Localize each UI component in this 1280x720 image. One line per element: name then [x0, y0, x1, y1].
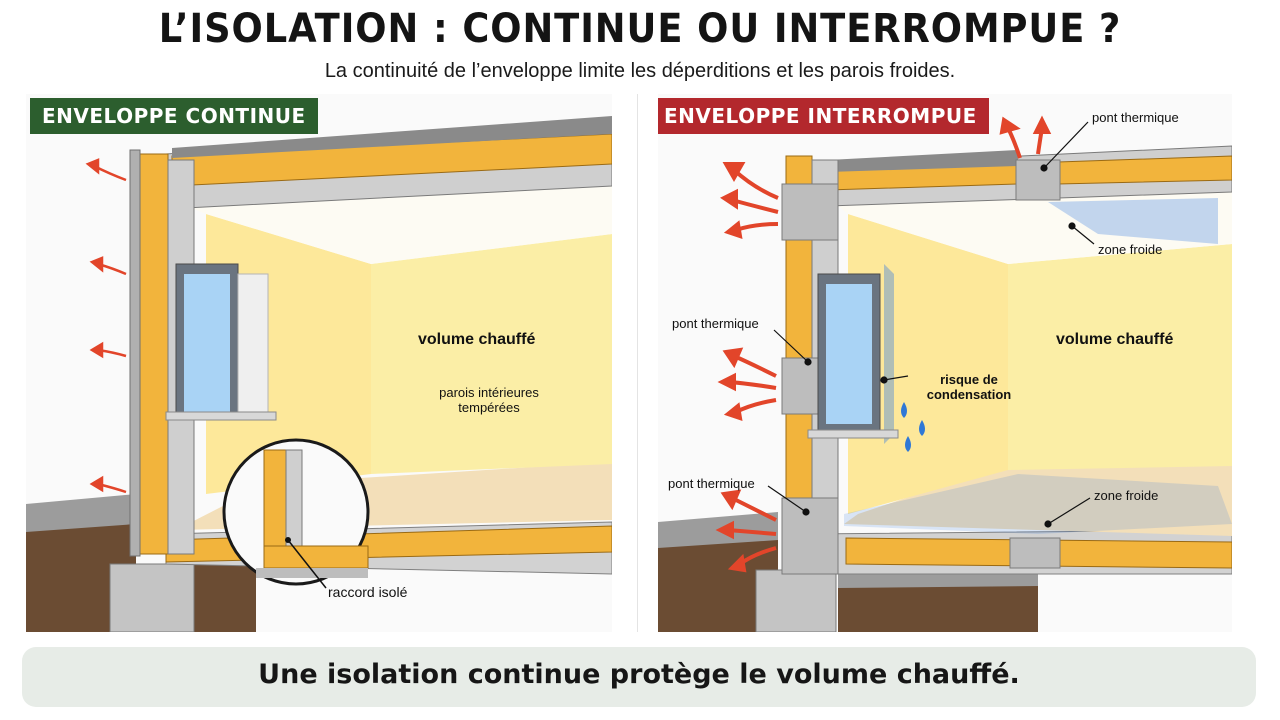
soil [26, 504, 136, 632]
window-glass [184, 274, 230, 412]
page-title: L’ISOLATION : CONTINUE OU INTERROMPUE ? [158, 6, 1122, 52]
insulated-joint-label: raccord isolé [328, 584, 408, 600]
continuous-envelope-panel: ENVELOPPE CONTINUE volume chauffé parois… [26, 94, 612, 632]
cold-zone-wall [884, 264, 894, 444]
heat-loss-arrows [715, 115, 1052, 573]
floor-thermal-bridge [1009, 537, 1061, 569]
cold-zone-floor-label: zone froide [1094, 488, 1159, 503]
continuous-envelope-illustration [26, 116, 612, 632]
cold-zone-ceiling-label: zone froide [1098, 242, 1163, 257]
continuous-envelope-tag: ENVELOPPE CONTINUE [30, 98, 318, 134]
interrupted-envelope-illustration [658, 115, 1232, 632]
conclusion-banner: Une isolation continue protège le volume… [22, 647, 1256, 707]
condensation-risk-label-line2: condensation [926, 387, 1012, 402]
interior-walls-label: parois intérieures tempérées [424, 385, 554, 415]
interrupted-envelope-tag: ENVELOPPE INTERROMPUE [658, 98, 989, 134]
ceiling [838, 190, 1232, 264]
wall-thermal-bridge-bottom [781, 497, 839, 575]
thermal-bridge-window-label: pont thermique [672, 316, 759, 331]
window-glass [826, 284, 872, 424]
panel-divider [637, 94, 638, 632]
wall-thermal-bridge-top [781, 183, 839, 241]
interior-wall-left [848, 214, 1008, 514]
foundation [755, 569, 837, 632]
interrupted-envelope-panel: ENVELOPPE INTERROMPUE pont thermique zon… [658, 94, 1232, 632]
condensation-droplets [901, 402, 925, 452]
condensation-risk-label: risque de condensation [914, 372, 1024, 402]
soil [658, 524, 778, 632]
heated-volume-label: volume chauffé [1056, 331, 1174, 348]
cold-zone-ceiling [1048, 198, 1218, 244]
minor-heat-loss-arrows [85, 158, 127, 494]
roof-gravel [172, 116, 612, 158]
interior-wall-back [371, 234, 612, 474]
interior-walls-label-line1: parois intérieures [439, 385, 539, 400]
page-subtitle: La continuité de l’enveloppe limite les … [324, 60, 956, 82]
ceiling [186, 184, 612, 264]
interior-walls-label-line2: tempérées [458, 400, 520, 415]
conclusion-text: Une isolation continue protège le volume… [258, 659, 1020, 690]
interior-wall-back [1008, 244, 1232, 470]
roof-thermal-bridge [1015, 159, 1061, 201]
thermal-bridge-bottom-label: pont thermique [668, 476, 755, 491]
callout-leaders [767, 121, 1095, 528]
heated-volume-label: volume chauffé [418, 331, 536, 348]
condensation-risk-label-line1: risque de [940, 372, 998, 387]
cold-zone-floor [844, 474, 1232, 534]
gravel [26, 494, 136, 532]
wall-insulation [137, 153, 169, 555]
floor [844, 464, 1232, 536]
thermal-bridge-top-label: pont thermique [1092, 110, 1179, 125]
foundation [109, 563, 195, 632]
